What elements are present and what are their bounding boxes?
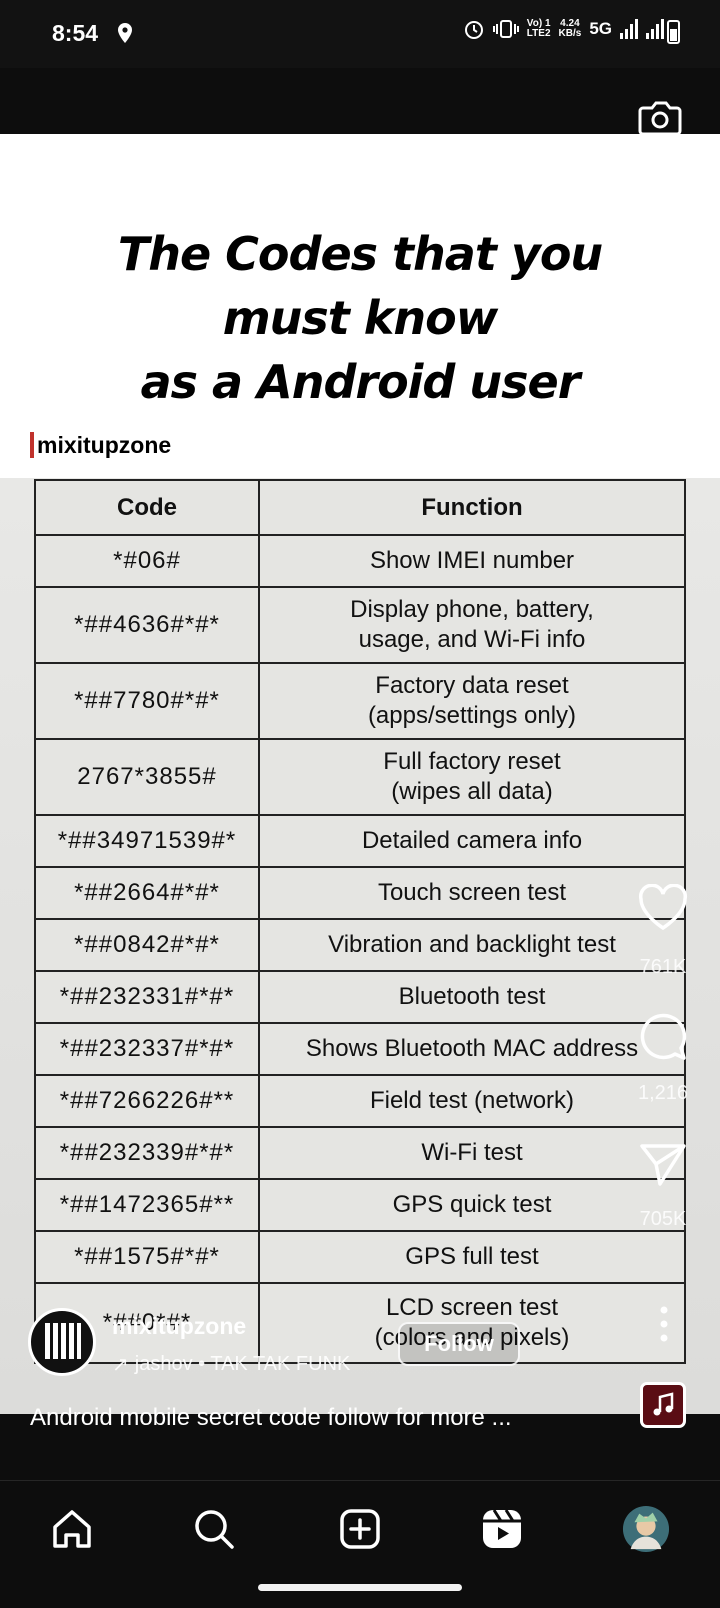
music-note-icon	[653, 1392, 674, 1416]
post-image[interactable]: The Codes that you must know as a Androi…	[0, 134, 720, 1414]
function-cell: Factory data reset(apps/settings only)	[258, 662, 686, 740]
send-icon[interactable]	[638, 1140, 688, 1188]
table-row: *#06# Show IMEI number	[34, 534, 686, 588]
code-cell: *##2664#*#*	[34, 866, 260, 920]
table-header-row: Code Function	[34, 479, 686, 536]
function-cell: Display phone, battery,usage, and Wi-Fi …	[258, 586, 686, 664]
code-cell: *##1575#*#*	[34, 1230, 260, 1284]
function-cell: Detailed camera info	[258, 814, 686, 868]
share-count: 705K	[639, 1208, 687, 1230]
codes-table: Code Function *#06# Show IMEI number *##…	[34, 479, 686, 1364]
code-cell: *##7780#*#*	[34, 662, 260, 740]
share-action[interactable]: 705K	[628, 1140, 698, 1250]
post-caption[interactable]: Android mobile secret code follow for mo…	[30, 1404, 512, 1431]
function-cell: Touch screen test	[258, 866, 686, 920]
location-icon	[118, 23, 132, 43]
volte-indicator: Vo) 1 LTE2	[526, 18, 551, 39]
function-cell: Bluetooth test	[258, 970, 686, 1024]
function-cell: GPS quick test	[258, 1178, 686, 1232]
table-row: *##0842#*#* Vibration and backlight test	[34, 918, 686, 972]
alarm-icon	[464, 21, 483, 39]
signal-icon	[646, 19, 664, 39]
function-cell: Wi-Fi test	[258, 1126, 686, 1180]
audio-label: jashov • TAK TAK FUNK	[134, 1353, 351, 1375]
code-cell: *##0842#*#*	[34, 918, 260, 972]
more-options-icon[interactable]	[650, 1304, 678, 1344]
status-time: 8:54	[52, 20, 99, 46]
code-cell: *##1472365#**	[34, 1178, 260, 1232]
code-cell: *##232337#*#*	[34, 1022, 260, 1076]
table-row: *##232337#*#* Shows Bluetooth MAC addres…	[34, 1022, 686, 1076]
nav-reels[interactable]	[478, 1505, 526, 1553]
nav-search[interactable]	[190, 1505, 238, 1553]
table-row: *##232339#*#* Wi-Fi test	[34, 1126, 686, 1180]
table-row: *##7266226#** Field test (network)	[34, 1074, 686, 1128]
table-row: 2767*3855# Full factory reset(wipes all …	[34, 738, 686, 816]
search-icon[interactable]	[192, 1507, 236, 1551]
code-cell: *##232331#*#*	[34, 970, 260, 1024]
function-cell: Show IMEI number	[258, 534, 686, 588]
reels-icon[interactable]	[480, 1507, 524, 1551]
follow-button[interactable]: Follow	[398, 1322, 520, 1366]
author-username[interactable]: mixitupzone	[112, 1313, 247, 1339]
audio-thumbnail[interactable]	[640, 1382, 686, 1428]
caption-area	[0, 1414, 720, 1480]
table-row: *##7780#*#* Factory data reset(apps/sett…	[34, 662, 686, 740]
code-cell: 2767*3855#	[34, 738, 260, 816]
comment-count: 1,216	[637, 1082, 689, 1104]
header-strip	[0, 68, 720, 134]
table-row: *##1472365#** GPS quick test	[34, 1178, 686, 1232]
create-icon[interactable]	[338, 1507, 382, 1551]
column-header-code: Code	[34, 479, 260, 536]
column-header-function: Function	[258, 479, 686, 536]
table-row: *##1575#*#* GPS full test	[34, 1230, 686, 1284]
network-speed: 4.24 KB/s	[558, 18, 582, 39]
home-icon[interactable]	[50, 1507, 94, 1551]
status-bar: 8:54 Vo) 1 LTE2 4.24 KB/s 5G	[0, 0, 720, 68]
function-cell: Vibration and backlight test	[258, 918, 686, 972]
nav-home[interactable]	[48, 1505, 96, 1553]
function-cell: Full factory reset(wipes all data)	[258, 738, 686, 816]
brand-accent	[30, 432, 34, 458]
code-cell: *##4636#*#*	[34, 586, 260, 664]
code-cell: *##232339#*#*	[34, 1126, 260, 1180]
author-avatar[interactable]	[28, 1308, 96, 1376]
table-row: *##4636#*#* Display phone, battery,usage…	[34, 586, 686, 664]
like-action[interactable]: 761K	[628, 884, 698, 994]
comment-action[interactable]: 1,216	[628, 1010, 698, 1120]
function-cell: Shows Bluetooth MAC address	[258, 1022, 686, 1076]
table-row: *##0*#* LCD screen test(colors and pixel…	[34, 1282, 686, 1364]
function-cell: GPS full test	[258, 1230, 686, 1284]
function-cell: Field test (network)	[258, 1074, 686, 1128]
home-indicator[interactable]	[258, 1584, 462, 1591]
brand-label: mixitupzone	[37, 431, 172, 458]
comment-icon[interactable]	[637, 1010, 689, 1062]
code-cell: *#06#	[34, 534, 260, 588]
audio-link[interactable]: ↗ jashov • TAK TAK FUNK	[112, 1352, 350, 1377]
table-row: *##232331#*#* Bluetooth test	[34, 970, 686, 1024]
battery-icon	[667, 20, 680, 44]
arrow-up-right-icon: ↗	[112, 1354, 129, 1376]
status-icons: Vo) 1 LTE2 4.24 KB/s 5G	[463, 18, 664, 40]
network-type: 5G	[589, 19, 612, 38]
code-cell: *##7266226#**	[34, 1074, 260, 1128]
nav-profile[interactable]	[622, 1505, 670, 1553]
profile-avatar[interactable]	[622, 1504, 670, 1554]
like-count: 761K	[639, 956, 687, 978]
camera-icon[interactable]	[638, 98, 682, 138]
table-row: *##34971539#* Detailed camera info	[34, 814, 686, 868]
signal-icon	[620, 19, 638, 39]
vibrate-icon	[492, 20, 519, 38]
nav-create[interactable]	[336, 1505, 384, 1553]
author-logo-icon	[45, 1323, 81, 1359]
code-cell: *##34971539#*	[34, 814, 260, 868]
post-title: The Codes that you must know as a Androi…	[117, 227, 603, 409]
table-row: *##2664#*#* Touch screen test	[34, 866, 686, 920]
heart-icon[interactable]	[637, 884, 689, 932]
post-brand: mixitupzone	[30, 430, 171, 460]
